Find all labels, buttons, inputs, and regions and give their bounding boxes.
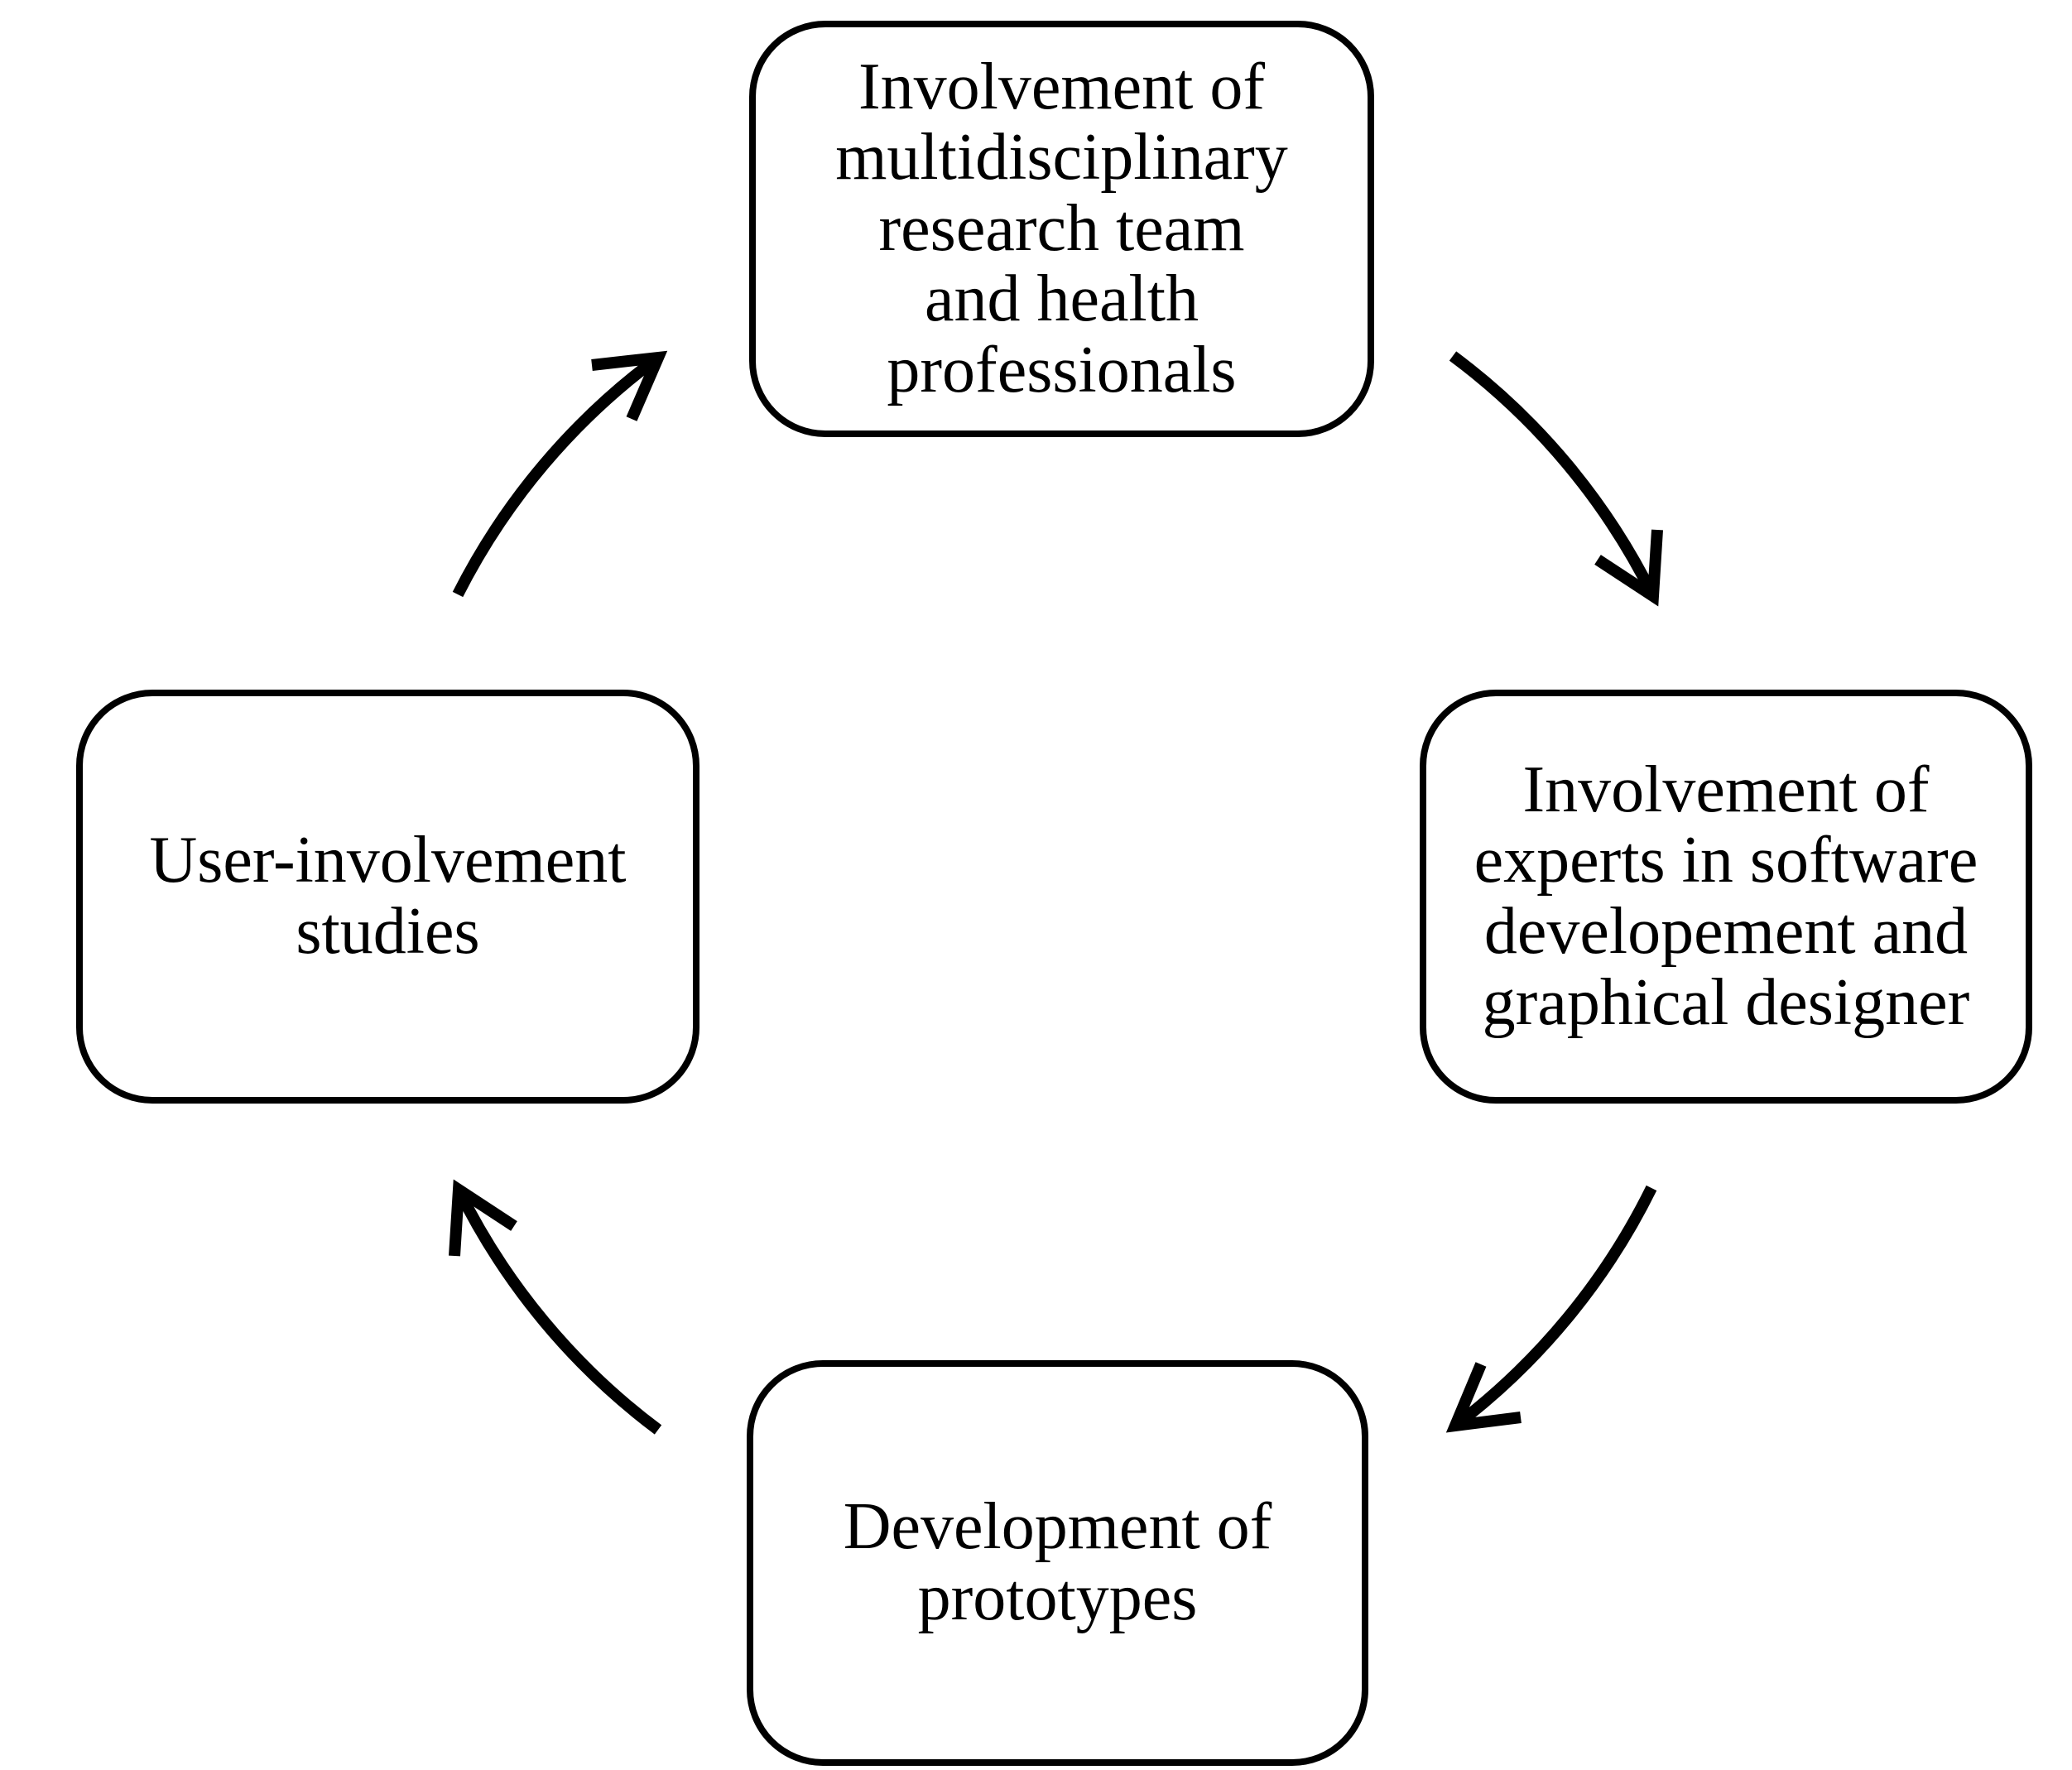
arrow-bottom-to-left-icon	[449, 1179, 662, 1435]
arrow-left-to-top-icon	[452, 350, 668, 598]
node-bottom-development-of-prototypes: Development of prototypes	[747, 1360, 1368, 1766]
node-top-label: Involvement of multidisciplinary researc…	[835, 50, 1288, 406]
arrow-right-to-bottom-icon	[1445, 1185, 1657, 1433]
node-left-label: User-involvement studies	[149, 824, 627, 968]
node-bottom-label: Development of prototypes	[843, 1490, 1272, 1634]
arrow-top-to-right-icon	[1449, 351, 1663, 607]
node-top-multidisciplinary-team: Involvement of multidisciplinary researc…	[749, 21, 1374, 437]
node-right-software-experts: Involvement of experts in software devel…	[1420, 690, 2032, 1104]
node-left-user-involvement-studies: User-involvement studies	[76, 690, 699, 1104]
node-right-label: Involvement of experts in software devel…	[1473, 753, 1978, 1039]
